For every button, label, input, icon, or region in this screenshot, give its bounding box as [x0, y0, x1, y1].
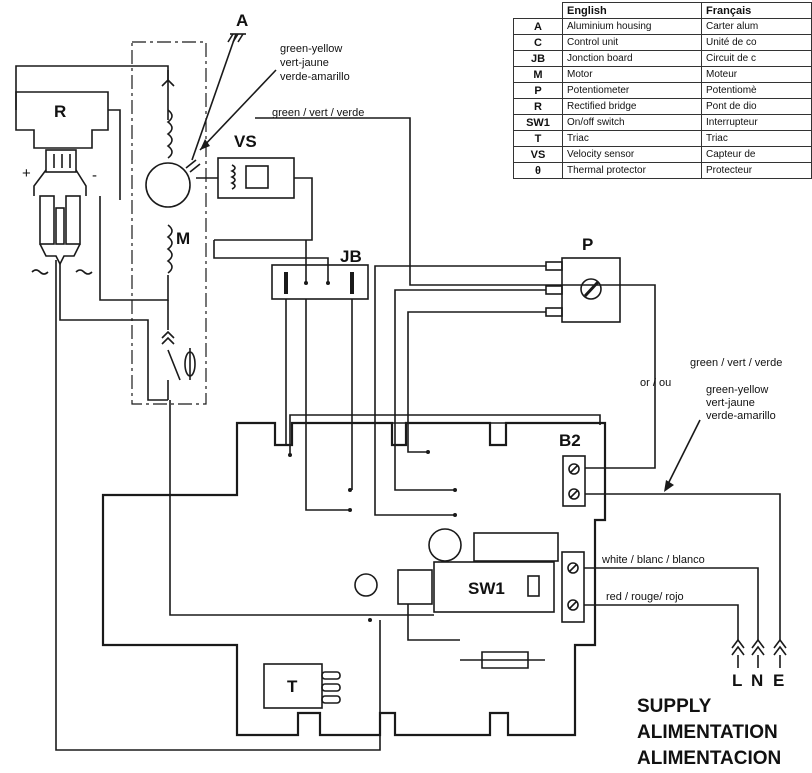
wire-label-gy-right-3: verde-amarillo [706, 410, 776, 422]
legend-cell-fr: Unité de co [701, 34, 812, 51]
legend-cell-fr: Potentiomè [701, 82, 812, 99]
legend-cell-fr: Interrupteur [701, 114, 812, 131]
legend-cell-en: Potentiometer [562, 82, 702, 99]
legend-cell-en: Jonction board [562, 50, 702, 67]
legend-cell-fr: Triac [701, 130, 812, 147]
wire-label-white: white / blanc / blanco [601, 554, 705, 566]
control-unit-board [101, 421, 607, 737]
legend-cell-code: T [513, 130, 563, 147]
legend-cell-code: P [513, 82, 563, 99]
wire-label-or: or / ou [640, 377, 671, 389]
motor: M [99, 70, 201, 301]
legend-cell-code: A [513, 18, 563, 35]
legend-cell-fr: Pont de dio [701, 98, 812, 115]
wire-label-gy-top-1: green-yellow [280, 43, 342, 55]
legend-cell-en: Rectified bridge [562, 98, 702, 115]
supply-terminals: L N E [731, 638, 787, 690]
legend-cell-fr: Circuit de c [701, 50, 812, 67]
wire-label-gy-top-3: verde-amarillo [280, 71, 350, 83]
legend-cell-code: θ [513, 162, 563, 179]
legend-cell-fr: Moteur [701, 66, 812, 83]
legend-cell-en: Thermal protector [562, 162, 702, 179]
label-r: R [54, 102, 66, 121]
legend-cell-code: VS [513, 146, 563, 163]
legend-cell-code: R [513, 98, 563, 115]
label-plus: + [22, 165, 31, 182]
triac: T [263, 663, 341, 709]
wire-label-green-top: green / vert / verde [272, 107, 364, 119]
terminal-b2: B2 [559, 431, 586, 507]
legend-cell-en: Control unit [562, 34, 702, 51]
label-l: L [732, 671, 742, 690]
terminal-sw [561, 551, 585, 623]
legend-cell-fr: Carter alum [701, 18, 812, 35]
legend-cell-fr: Protecteur [701, 162, 812, 179]
label-m: M [176, 229, 190, 248]
label-n: N [751, 671, 763, 690]
label-e: E [773, 671, 784, 690]
legend-cell-code: C [513, 34, 563, 51]
wire-label-gy-right-2: vert-jaune [706, 397, 755, 409]
supply-line-3: ALIMENTACION [637, 748, 781, 769]
legend-header-row: English Français [513, 2, 812, 19]
thermal-protector [161, 300, 196, 400]
legend-cell-code: JB [513, 50, 563, 67]
legend-cell-en: Velocity sensor [562, 146, 702, 163]
legend-cell-en: Motor [562, 66, 702, 83]
legend-header-francais: Français [701, 2, 812, 19]
label-t: T [287, 677, 298, 696]
supply-line-1: SUPPLY [637, 696, 712, 717]
legend-cell-code: M [513, 66, 563, 83]
supply-line-2: ALIMENTATION [637, 722, 778, 743]
wire-label-green-right: green / vert / verde [690, 357, 782, 369]
legend-cell-en: Aluminium housing [562, 18, 702, 35]
label-minus: - [92, 167, 97, 184]
label-jb: JB [340, 247, 362, 266]
rectifier-bridge: R + - [15, 91, 109, 275]
legend-header-english: English [562, 2, 702, 19]
velocity-sensor: VS [196, 132, 313, 241]
potentiometer: P [545, 235, 621, 323]
legend-cell-fr: Capteur de [701, 146, 812, 163]
junction-board: JB [213, 240, 369, 300]
label-p: P [582, 235, 593, 254]
switch-sw1: SW1 [433, 561, 555, 613]
wire-label-gy-top-2: vert-jaune [280, 57, 329, 69]
label-b2: B2 [559, 431, 581, 450]
wire-label-red: red / rouge/ rojo [606, 591, 684, 603]
aluminium-housing-outline [131, 41, 207, 405]
label-a: A [236, 11, 248, 30]
legend-cell-code: SW1 [513, 114, 563, 131]
legend-cell-en: On/off switch [562, 114, 702, 131]
legend-header-code [513, 2, 563, 19]
label-sw1: SW1 [468, 579, 505, 598]
arrow-gy-right [664, 419, 701, 492]
wire-label-gy-right-1: green-yellow [706, 384, 768, 396]
arrow-gy-top [199, 69, 277, 151]
label-vs: VS [234, 132, 257, 151]
ground-symbol-a [191, 33, 246, 161]
legend-cell-en: Triac [562, 130, 702, 147]
